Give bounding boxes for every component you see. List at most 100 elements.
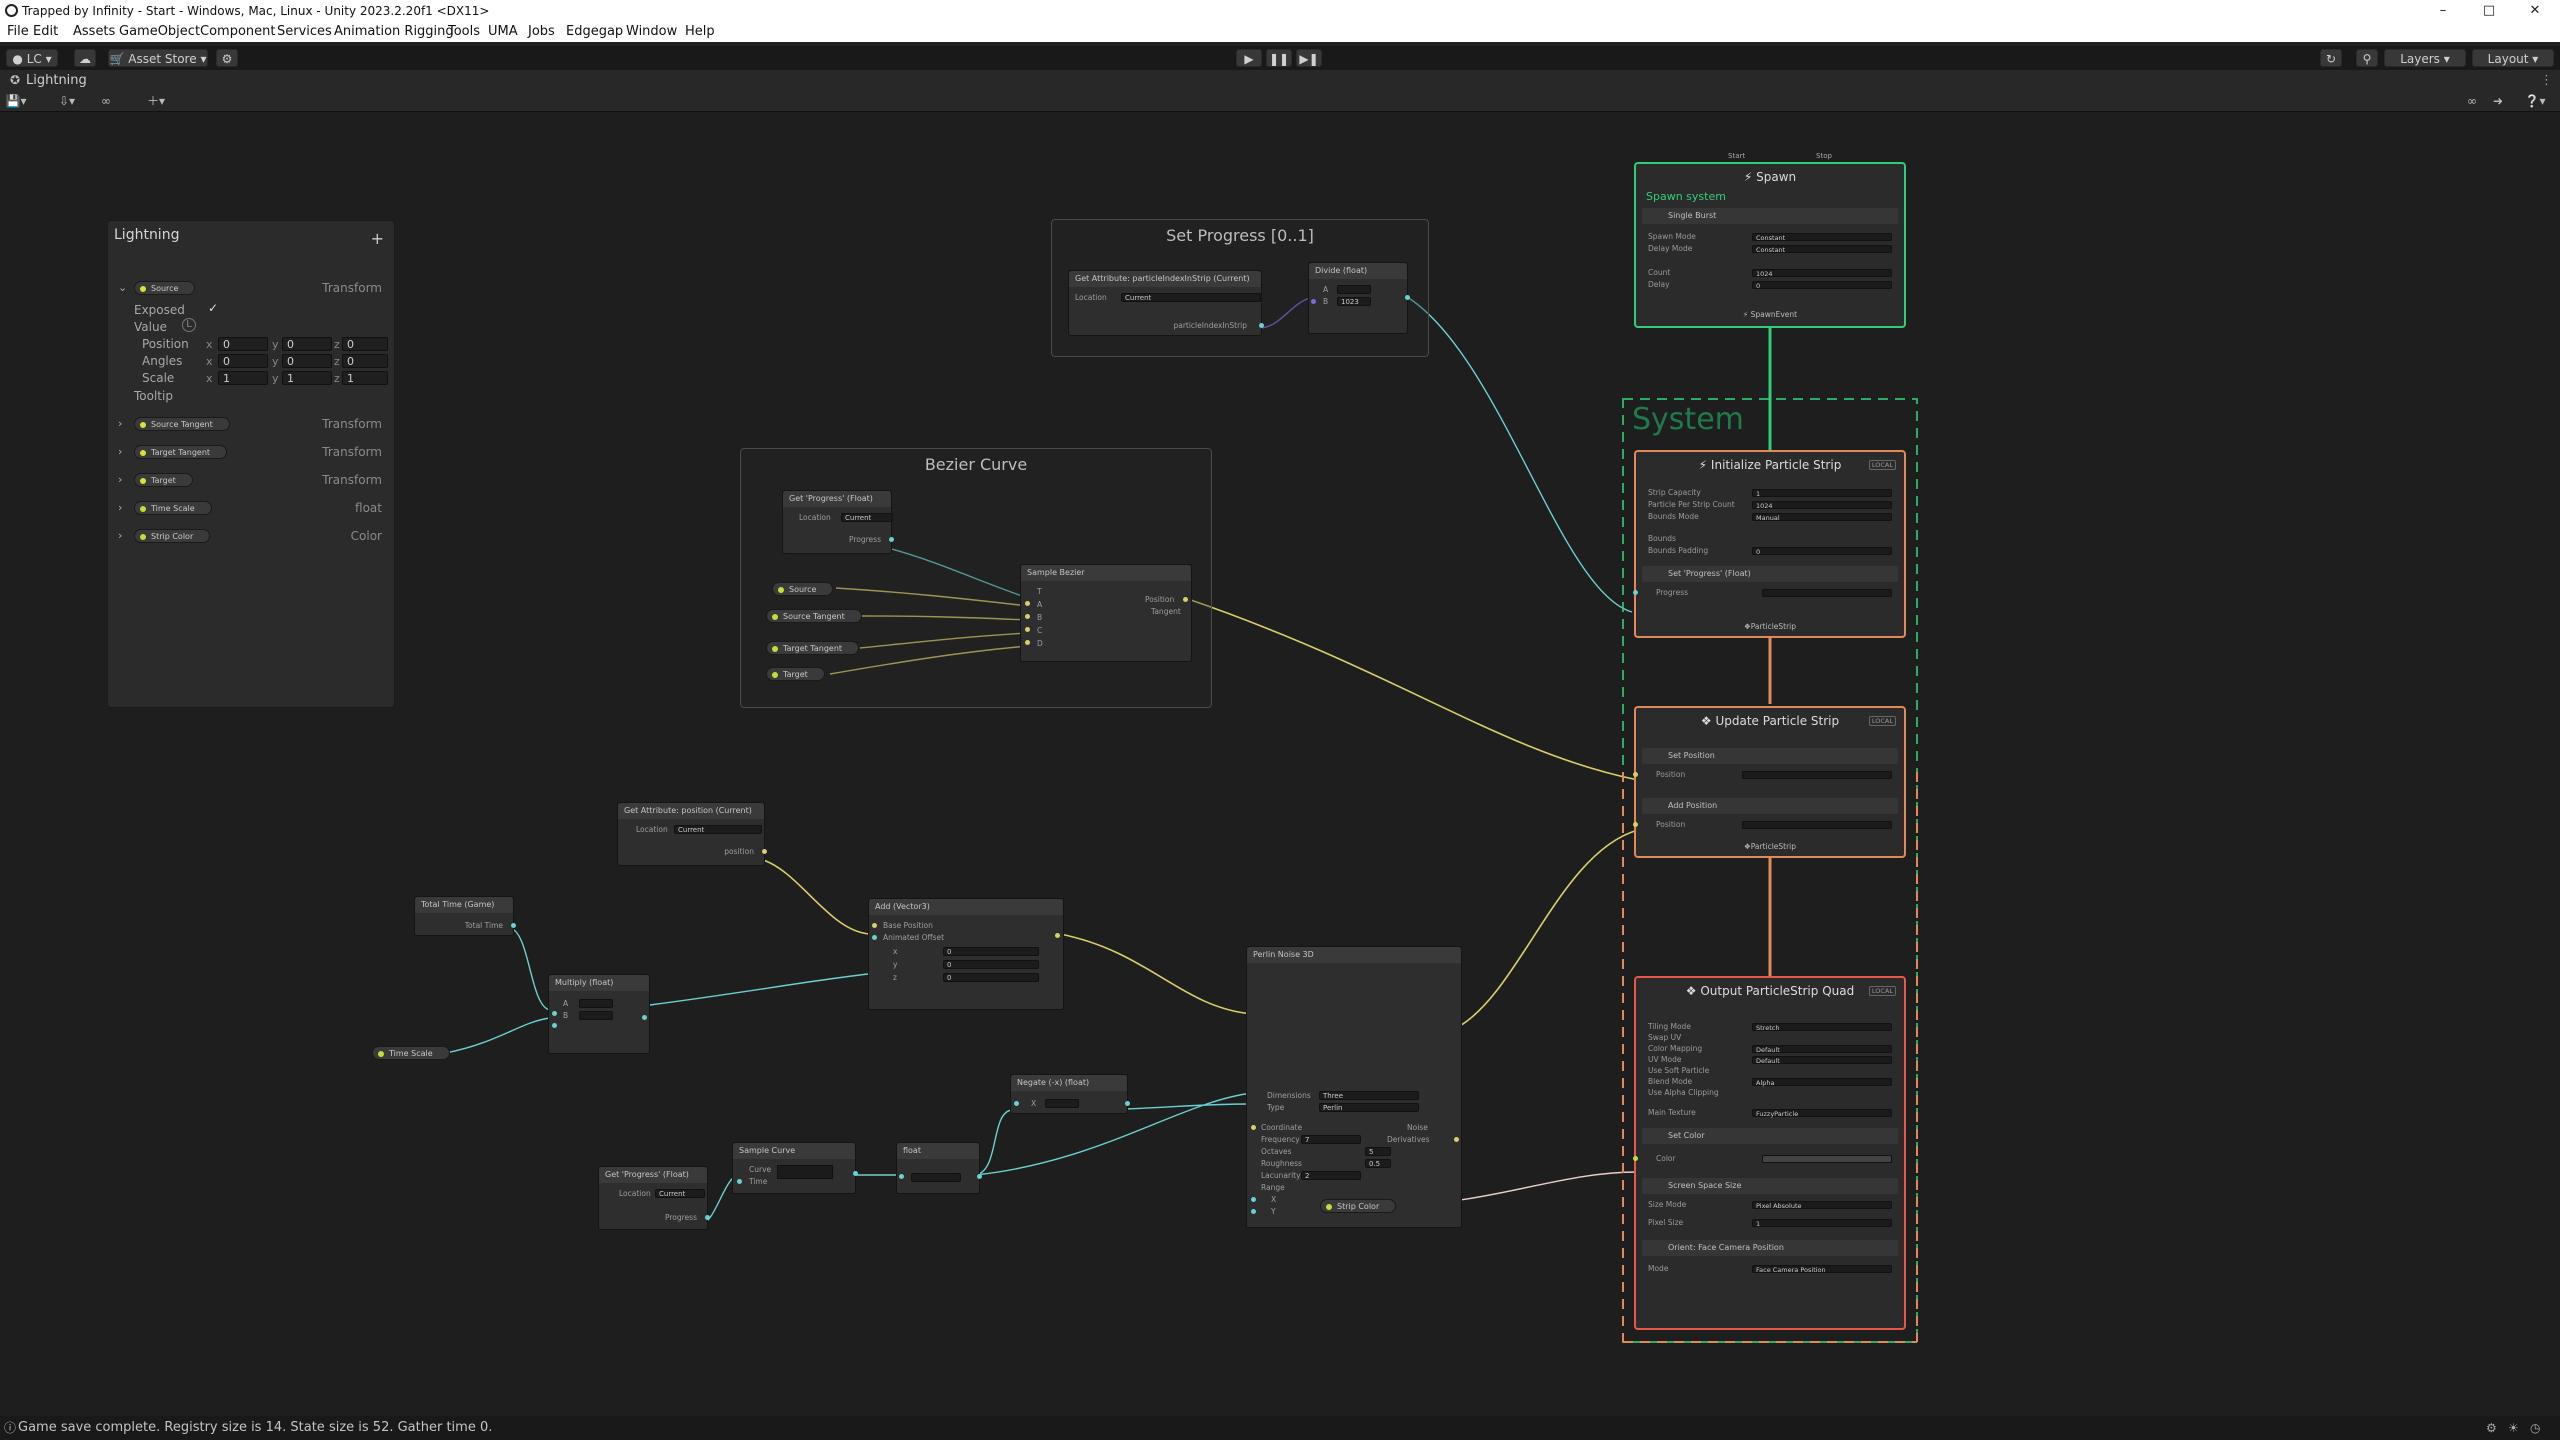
output-port[interactable] bbox=[642, 1015, 647, 1020]
color-mapping-dropdown[interactable]: Default bbox=[1752, 1045, 1892, 1054]
position-field[interactable] bbox=[1742, 771, 1892, 779]
initialize-context[interactable]: ⚡ Initialize Particle Strip LOCAL Strip … bbox=[1633, 450, 1906, 638]
location-dropdown[interactable]: Current bbox=[674, 825, 762, 834]
location-dropdown[interactable]: Current bbox=[655, 1189, 705, 1198]
input-coordinate-port[interactable] bbox=[1251, 1125, 1256, 1130]
local-badge[interactable]: LOCAL bbox=[1868, 460, 1896, 470]
delay-mode-dropdown[interactable]: Constant bbox=[1752, 245, 1892, 254]
particle-strip-output[interactable]: ❖ParticleStrip bbox=[1743, 622, 1797, 631]
input-port[interactable] bbox=[899, 1174, 904, 1179]
target-tangent-node-pill[interactable]: Target Tangent bbox=[766, 641, 860, 655]
roughness-field[interactable]: 0.5 bbox=[1365, 1159, 1391, 1168]
scale-z-field[interactable]: 1 bbox=[342, 371, 388, 385]
add-position-input-port[interactable] bbox=[1633, 822, 1638, 827]
exposed-checkbox[interactable]: ✓ bbox=[208, 301, 219, 315]
node-sample-bezier[interactable]: Sample Bezier T A B C D Position Tangent bbox=[1020, 564, 1192, 662]
menu-window[interactable]: Window bbox=[626, 24, 678, 39]
curve-field[interactable] bbox=[777, 1165, 833, 1179]
strip-color-node-pill[interactable]: Strip Color bbox=[1320, 1199, 1397, 1213]
uv-mode-dropdown[interactable]: Default bbox=[1752, 1056, 1892, 1065]
tiling-mode-dropdown[interactable]: Stretch bbox=[1752, 1023, 1892, 1032]
pixel-size-field[interactable]: 1 bbox=[1752, 1219, 1892, 1228]
strip-capacity-field[interactable]: 1 bbox=[1752, 489, 1892, 498]
particle-strip-output[interactable]: ❖ParticleStrip bbox=[1743, 842, 1797, 851]
input-c-port[interactable] bbox=[1025, 627, 1030, 632]
node-add-vector3[interactable]: Add (Vector3) Base Position Animated Off… bbox=[868, 898, 1064, 1010]
block-set-color[interactable]: Set Color bbox=[1642, 1128, 1898, 1144]
chevron-right-icon[interactable]: › bbox=[118, 417, 123, 430]
node-sample-curve[interactable]: Sample Curve Curve Time bbox=[732, 1142, 858, 1194]
angles-y-field[interactable]: 0 bbox=[282, 354, 332, 368]
chevron-right-icon[interactable]: › bbox=[118, 529, 123, 542]
layout-dropdown[interactable]: Layout ▾ bbox=[2472, 49, 2554, 67]
input-x-port[interactable] bbox=[1014, 1101, 1019, 1106]
plugin-icon[interactable]: ⚙ bbox=[216, 49, 238, 67]
source-tangent-pill[interactable]: Source Tangent bbox=[134, 417, 230, 431]
target-tangent-pill[interactable]: Target Tangent bbox=[134, 445, 228, 459]
layers-dropdown[interactable]: Layers ▾ bbox=[2384, 49, 2466, 67]
block-single-burst[interactable]: Single Burst bbox=[1642, 208, 1898, 224]
dimensions-dropdown[interactable]: Three bbox=[1319, 1091, 1419, 1100]
delay-field[interactable]: 0 bbox=[1752, 281, 1892, 290]
input-x-field[interactable] bbox=[1045, 1099, 1079, 1108]
source-tangent-node-pill[interactable]: Source Tangent bbox=[766, 609, 862, 623]
block-orient[interactable]: Orient: Face Camera Position bbox=[1642, 1240, 1898, 1256]
time-scale-pill[interactable]: Time Scale bbox=[134, 501, 212, 515]
menu-assets[interactable]: Assets bbox=[73, 24, 116, 39]
source-pill[interactable]: Source bbox=[134, 281, 196, 295]
input-a-port[interactable] bbox=[552, 1011, 557, 1016]
menu-edit[interactable]: Edit bbox=[33, 24, 59, 39]
count-field[interactable]: 1024 bbox=[1752, 269, 1892, 278]
input-a-field[interactable] bbox=[579, 999, 613, 1008]
progress-input-port[interactable] bbox=[1633, 590, 1638, 595]
history-icon[interactable]: ↻ bbox=[2320, 49, 2342, 67]
search-icon[interactable]: ⚲ bbox=[2356, 49, 2378, 67]
tab-menu-icon[interactable]: ⋮ bbox=[2540, 73, 2553, 88]
strip-color-pill[interactable]: Strip Color bbox=[134, 529, 211, 543]
input-d-port[interactable] bbox=[1025, 640, 1030, 645]
node-float[interactable]: float bbox=[896, 1142, 982, 1194]
compile-icon[interactable]: ⇩▾ bbox=[58, 94, 76, 108]
link-toggle-icon[interactable]: ∞ bbox=[2467, 94, 2477, 108]
position-x-field[interactable]: 0 bbox=[218, 337, 268, 351]
target-node-pill[interactable]: Target bbox=[766, 667, 825, 681]
input-a-field[interactable] bbox=[1337, 285, 1371, 294]
property-target[interactable]: › Target Transform bbox=[108, 469, 394, 491]
output-port[interactable] bbox=[1405, 295, 1410, 300]
octaves-field[interactable]: 5 bbox=[1365, 1147, 1391, 1156]
save-icon[interactable]: 💾▾ bbox=[5, 94, 27, 108]
bounds-mode-dropdown[interactable]: Manual bbox=[1752, 513, 1892, 522]
step-button[interactable]: ▶❚ bbox=[1296, 49, 1322, 67]
main-texture-field[interactable]: FuzzyParticle bbox=[1752, 1109, 1892, 1118]
lacunarity-field[interactable]: 2 bbox=[1301, 1171, 1361, 1180]
property-time-scale[interactable]: › Time Scale float bbox=[108, 497, 394, 519]
chevron-right-icon[interactable]: › bbox=[118, 445, 123, 458]
spawn-context[interactable]: Start Stop ⚡ Spawn Spawn system Single B… bbox=[1634, 152, 1906, 328]
input-y-port[interactable] bbox=[1251, 1209, 1256, 1214]
input-a-port[interactable] bbox=[1025, 601, 1030, 606]
scale-y-field[interactable]: 1 bbox=[282, 371, 332, 385]
location-dropdown[interactable]: Current bbox=[841, 513, 893, 522]
input-time-port[interactable] bbox=[737, 1179, 742, 1184]
input-base-position-port[interactable] bbox=[872, 923, 877, 928]
angles-x-field[interactable]: 0 bbox=[218, 354, 268, 368]
set-position-input-port[interactable] bbox=[1633, 772, 1638, 777]
input-b-field[interactable] bbox=[579, 1011, 613, 1020]
asset-store-button[interactable]: 🛒 Asset Store ▾ bbox=[108, 49, 208, 67]
output-port[interactable] bbox=[853, 1171, 858, 1176]
spawn-event-output[interactable]: ⚡ SpawnEvent bbox=[1742, 310, 1798, 319]
status-message[interactable]: Game save complete. Registry size is 14.… bbox=[18, 1420, 493, 1435]
block-add-position[interactable]: Add Position bbox=[1642, 798, 1898, 814]
position-field[interactable] bbox=[1742, 821, 1892, 829]
menu-component[interactable]: Component bbox=[200, 24, 276, 39]
menu-edgegap[interactable]: Edgegap bbox=[566, 24, 624, 39]
node-multiply-float[interactable]: Multiply (float) A B bbox=[548, 974, 650, 1054]
output-context[interactable]: ❖ Output ParticleStrip Quad LOCAL Tiling… bbox=[1633, 976, 1906, 1330]
output-port[interactable] bbox=[889, 537, 894, 542]
menu-uma[interactable]: UMA bbox=[488, 24, 518, 39]
bounds-padding-field[interactable]: 0 bbox=[1752, 547, 1892, 556]
node-total-time[interactable]: Total Time (Game) Total Time bbox=[414, 896, 516, 936]
